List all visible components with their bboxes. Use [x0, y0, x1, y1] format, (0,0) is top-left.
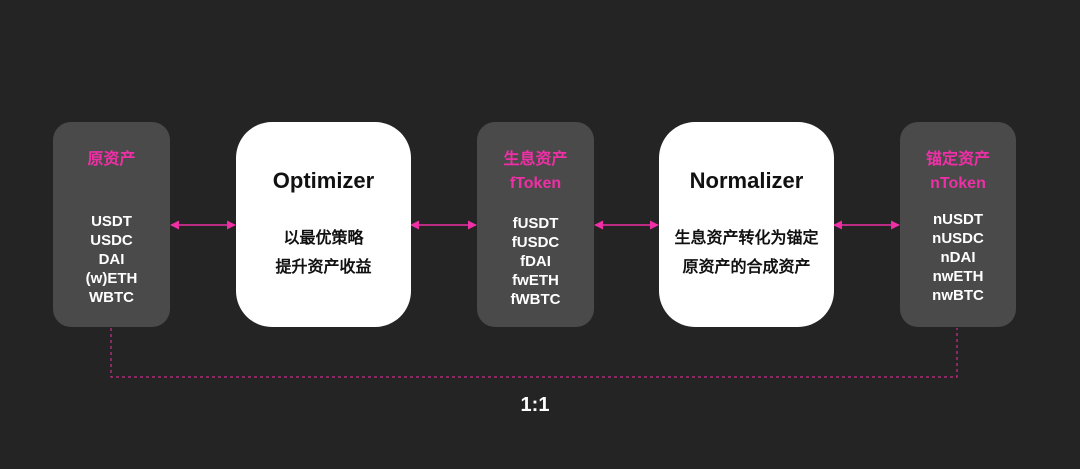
- normalizer-title: Normalizer: [689, 168, 804, 193]
- normalizer-description-line: 原资产的合成资产: [682, 259, 811, 276]
- optimizer-description: 以最优策略 提升资产收益: [236, 224, 411, 282]
- list-item: WBTC: [89, 289, 134, 306]
- ntoken-asset-list: nUSDT nUSDC nDAI nwETH nwBTC: [900, 210, 1016, 305]
- list-item: nwETH: [932, 268, 984, 285]
- normalizer-description-line: 生息资产转化为锚定: [674, 230, 819, 247]
- ntoken-assets-box: 锚定资产 nToken nUSDT nUSDC nDAI nwETH nwBTC: [900, 122, 1016, 327]
- list-item: USDT: [91, 213, 132, 230]
- source-assets-heading: 原资产: [87, 151, 136, 168]
- list-item: DAI: [98, 251, 125, 268]
- ftoken-heading: 生息资产: [503, 151, 568, 168]
- list-item: fDAI: [520, 253, 551, 270]
- list-item: fUSDT: [512, 215, 559, 232]
- optimizer-description-line: 提升资产收益: [275, 259, 372, 276]
- ftoken-asset-list: fUSDT fUSDC fDAI fwETH fWBTC: [477, 214, 594, 309]
- optimizer-title: Optimizer: [272, 168, 375, 193]
- peg-connector-dashed: [110, 328, 958, 378]
- list-item: nUSDC: [932, 230, 984, 247]
- optimizer-description-line: 以最优策略: [283, 230, 364, 247]
- list-item: fWBTC: [510, 291, 561, 308]
- list-item: (w)ETH: [85, 270, 138, 287]
- ftoken-assets-box: 生息资产 fToken fUSDT fUSDC fDAI fwETH fWBTC: [477, 122, 594, 327]
- list-item: nwBTC: [932, 287, 984, 304]
- optimizer-box: Optimizer 以最优策略 提升资产收益: [236, 122, 411, 327]
- list-item: nUSDT: [933, 211, 983, 228]
- ntoken-subheading: nToken: [930, 175, 986, 192]
- peg-ratio-label: 1:1: [520, 394, 550, 416]
- list-item: nDAI: [940, 249, 976, 266]
- normalizer-box: Normalizer 生息资产转化为锚定 原资产的合成资产: [659, 122, 834, 327]
- list-item: USDC: [90, 232, 133, 249]
- ftoken-subheading: fToken: [509, 175, 562, 192]
- normalizer-description: 生息资产转化为锚定 原资产的合成资产: [659, 224, 834, 282]
- source-assets-box: 原资产 USDT USDC DAI (w)ETH WBTC: [53, 122, 170, 327]
- list-item: fwETH: [512, 272, 559, 289]
- ntoken-heading: 锚定资产: [925, 151, 990, 168]
- source-asset-list: USDT USDC DAI (w)ETH WBTC: [53, 212, 170, 307]
- list-item: fUSDC: [511, 234, 560, 251]
